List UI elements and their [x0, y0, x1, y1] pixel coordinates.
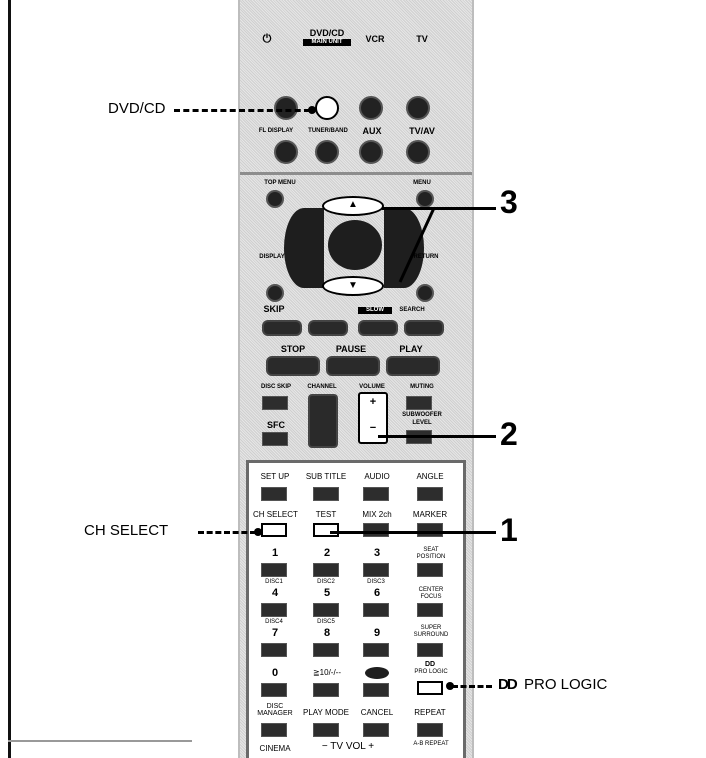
dolby-double-d-logo: DD [498, 676, 516, 693]
ch-select-leader-dot [254, 528, 262, 536]
pro-logic-callout: PRO LOGIC [524, 676, 607, 693]
step-1-leader-line [330, 531, 496, 534]
ch-select-leader-line [198, 531, 256, 534]
ch-select-callout: CH SELECT [84, 522, 168, 539]
step-2-leader-line [378, 435, 496, 438]
step-2-number: 2 [500, 418, 518, 450]
step-1-number: 1 [500, 514, 518, 546]
pro-logic-leader-line [452, 685, 492, 688]
step-3-diagonal-leader [400, 208, 434, 282]
